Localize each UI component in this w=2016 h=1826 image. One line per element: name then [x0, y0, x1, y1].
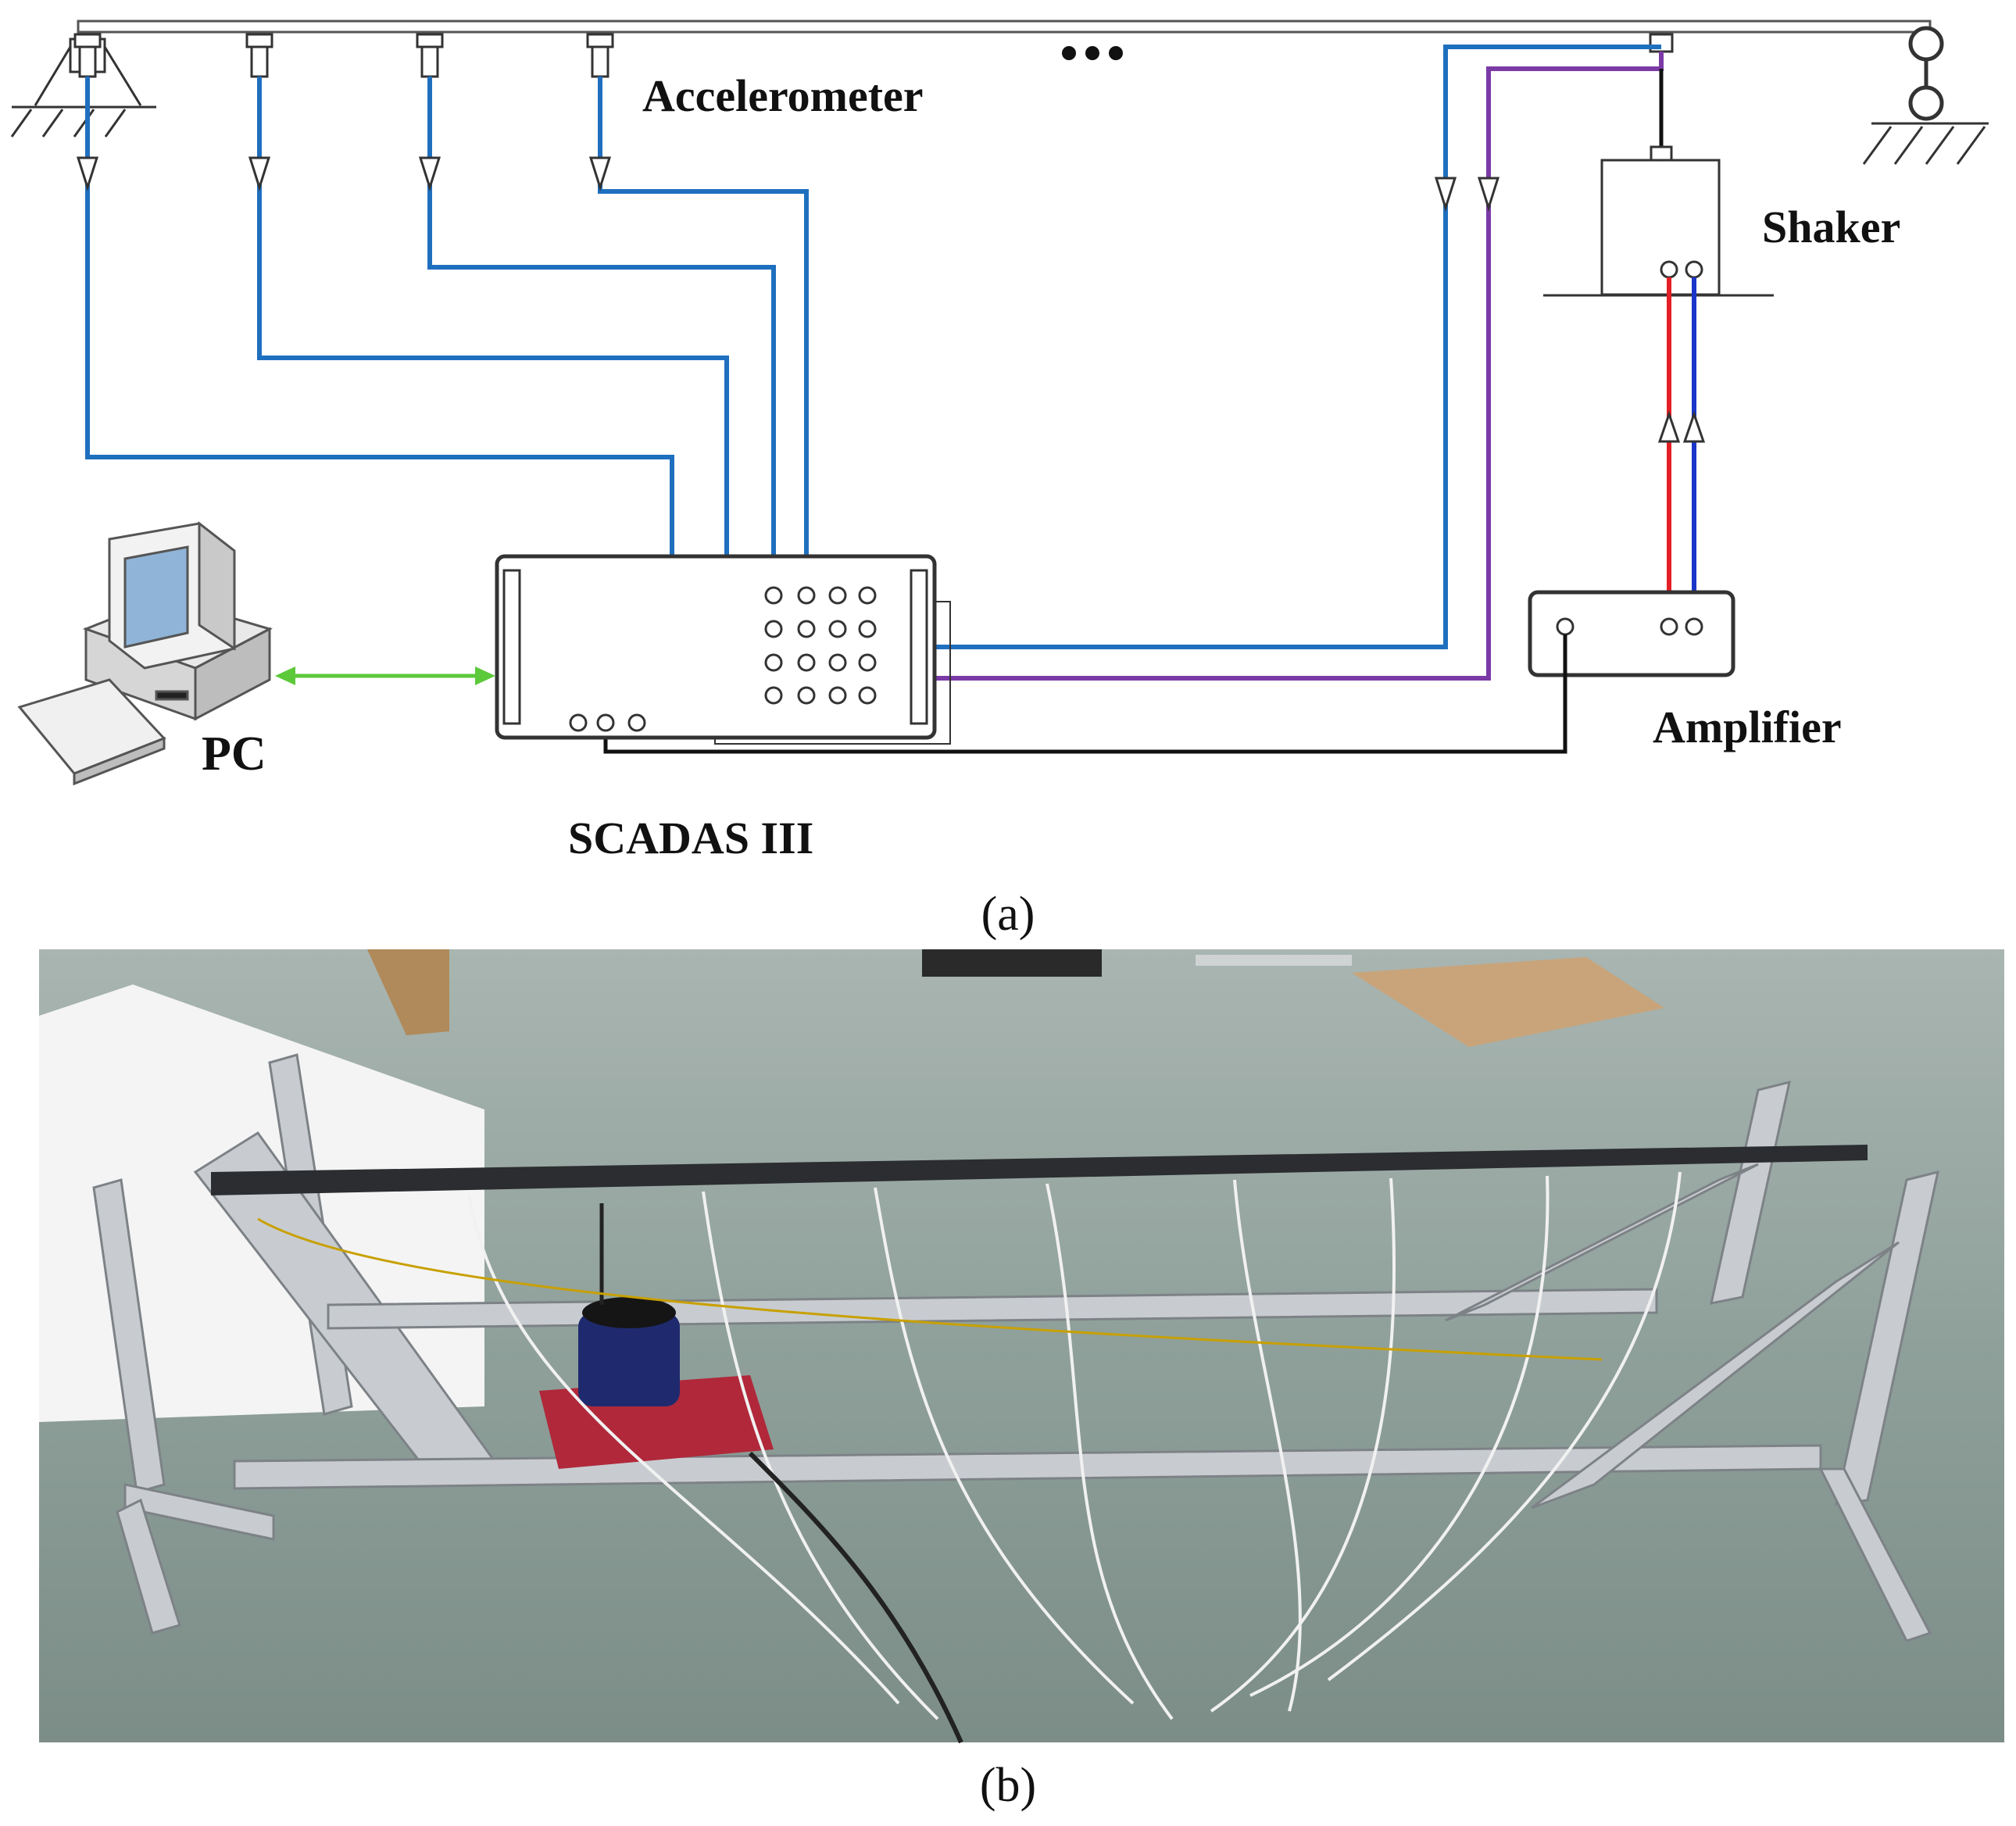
amplifier-shaker-wires — [1657, 277, 1706, 617]
photo-shaker — [539, 1203, 774, 1469]
accelerometer-sensors — [73, 33, 1674, 78]
panel-b-photo: (b) — [39, 949, 2004, 1812]
pc-daq-link — [275, 666, 495, 685]
scadas-output-ports — [569, 713, 646, 732]
beam — [77, 20, 1932, 34]
label-pc: PC — [202, 727, 266, 781]
more-sensors-ellipsis — [1062, 46, 1123, 60]
label-accelerometer: Accelerometer — [642, 70, 924, 121]
label-shaker: Shaker — [1762, 202, 1900, 252]
label-amplifier: Amplifier — [1653, 702, 1842, 752]
shaker — [1543, 69, 1774, 297]
label-scadas: SCADAS III — [568, 813, 813, 863]
test-beam — [211, 1145, 1868, 1195]
pc-computer — [17, 520, 273, 786]
wire-arrows — [76, 156, 1500, 212]
sensor-cables — [467, 1171, 1682, 1721]
scadas-input-ports — [764, 586, 877, 705]
aluminium-frame — [92, 1053, 1939, 1642]
panel-a-schematic: Accelerometer Shaker Amplifier PC SCADAS… — [10, 20, 1989, 941]
scadas-daq — [495, 554, 951, 745]
caption-panel-b: (b) — [980, 1759, 1036, 1812]
caption-panel-a: (a) — [981, 888, 1035, 941]
roller-support-right — [1862, 26, 1989, 165]
amplifier — [1528, 590, 1735, 677]
